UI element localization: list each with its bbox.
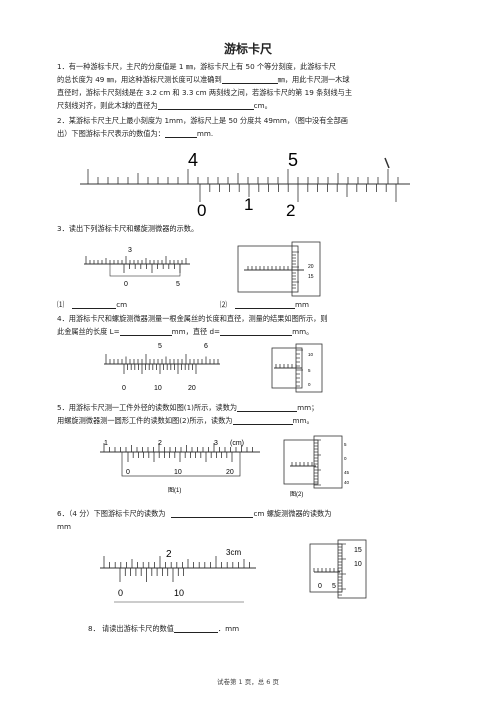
q2-vernier-label-1: 1 xyxy=(244,195,253,214)
q5-vernier-figure: 1 2 3 (cm) 0 10 20 图(1) xyxy=(100,440,260,494)
q6-mic-label-15: 15 xyxy=(354,547,362,554)
q6-main-label-2: 2 xyxy=(166,549,172,560)
q5-mic-label-0: 0 xyxy=(344,456,347,461)
q5-main-unit: (cm) xyxy=(230,440,244,447)
q4-micrometer-figure: 10 5 0 xyxy=(271,343,323,393)
q3-vernier-label-5: 5 xyxy=(176,281,180,288)
q5-main-label-3: 3 xyxy=(214,440,218,447)
q4-mic-label-5: 5 xyxy=(308,368,311,373)
q2-vernier-scale xyxy=(199,184,397,202)
q5-micrometer-figure: 5 0 45 40 图(2) xyxy=(283,435,350,498)
q4-line2: 此金属丝的长度 L=mm，直径 d=mm。 xyxy=(57,327,314,336)
q1-blank-diameter[interactable] xyxy=(157,101,254,110)
question-1: 1．有一种游标卡尺，主尺的分度值是 1 ㎜，游标卡尺上有 50 个等分刻度，此游… xyxy=(57,60,442,112)
q2-edge-mark xyxy=(384,157,390,169)
q6-mic-label-0: 0 xyxy=(318,583,322,590)
q5-blank-2[interactable] xyxy=(232,416,293,425)
q5-mic-label-5: 5 xyxy=(344,442,347,447)
q5-vernier-label-20: 20 xyxy=(226,469,234,476)
q6-mic-label-10: 10 xyxy=(354,561,362,568)
q6-line2: mm xyxy=(57,522,72,531)
q5-mic-label-40: 40 xyxy=(344,480,350,485)
q3-fig1-vernier: 3 0 5 xyxy=(84,247,190,288)
q6-blank-vernier[interactable] xyxy=(171,509,254,518)
q6-vernier-label-10: 10 xyxy=(174,588,184,598)
q4-main-label-6: 6 xyxy=(204,343,208,350)
q2-vernier-label-0: 0 xyxy=(197,201,206,220)
q4-blank-diameter[interactable] xyxy=(220,327,293,336)
q2-main-label-5: 5 xyxy=(288,150,298,170)
q4-line1: 4．用游标卡尺和螺旋测微器测量一根金属丝的长度和直径，测量的结果如图所示，则 xyxy=(57,314,328,323)
page-title: 游标卡尺 xyxy=(223,42,272,56)
q3-fig2-micrometer: 20 15 xyxy=(237,241,321,297)
q1-blank-precision[interactable] xyxy=(221,75,278,84)
page-footer: 试卷第 1 页，总 6 页 xyxy=(216,678,280,686)
q4-vernier-label-10: 10 xyxy=(154,385,162,392)
q1-line1: 1．有一种游标卡尺，主尺的分度值是 1 ㎜，游标卡尺上有 50 个等分刻度，此游… xyxy=(57,62,336,71)
q4-vernier-label-0: 0 xyxy=(122,385,126,392)
q5-vernier-label-10: 10 xyxy=(174,469,182,476)
q2-line1: 2．某游标卡尺主尺上最小刻度为 1mm，游标尺上是 50 分度共 49mm，（图… xyxy=(57,116,348,125)
q1-line3: 直径时，游标卡尺刻线是在 3.2 cm 和 3.3 cm 两刻线之间，若游标卡尺… xyxy=(57,88,353,97)
q4-vernier-label-20: 20 xyxy=(188,385,196,392)
q6-main-label-3cm: 3cm xyxy=(226,548,241,557)
q4-mic-label-0: 0 xyxy=(308,382,311,387)
question-4: 4．用游标卡尺和螺旋测微器测量一根金属丝的长度和直径，测量的结果如图所示，则 此… xyxy=(57,312,442,338)
question-2: 2．某游标卡尺主尺上最小刻度为 1mm，游标尺上是 50 分度共 49mm，（图… xyxy=(57,114,442,140)
q4-vernier-figure: 5 6 0 10 20 xyxy=(104,343,220,392)
q3-line: 3．读出下列游标卡尺和螺旋测微器的示数。 xyxy=(57,224,199,233)
q3-blank-2[interactable] xyxy=(234,300,295,309)
q6-micrometer-figure: 15 10 0 5 xyxy=(309,539,367,599)
q5-vernier-label-0: 0 xyxy=(126,469,130,476)
q4-mic-label-10: 10 xyxy=(308,352,314,357)
q2-line2: 出）下图游标卡尺表示的数值为：mm. xyxy=(57,129,214,138)
q8-blank[interactable] xyxy=(173,624,218,633)
question-8: 8． 请读出游标卡尺的数值．mm xyxy=(88,624,240,633)
q6-vernier-figure: 2 3cm 0 10 xyxy=(100,548,256,603)
q5-main-label-2: 2 xyxy=(158,440,162,447)
q5-mic-label-45: 45 xyxy=(344,470,350,475)
q4-main-label-5: 5 xyxy=(158,343,162,350)
q2-vernier-figure: 4 5 0 1 2 xyxy=(80,150,410,220)
q3-answers: ⑴cm ⑵mm xyxy=(57,300,309,309)
q4-blank-length[interactable] xyxy=(119,327,172,336)
q5-blank-1[interactable] xyxy=(237,403,298,412)
q6-mic-label-5: 5 xyxy=(332,583,336,590)
q3-vernier-label-0: 0 xyxy=(124,281,128,288)
q2-main-label-4: 4 xyxy=(188,150,198,170)
q2-vernier-label-2: 2 xyxy=(286,201,295,220)
q3-thimble-label-20: 20 xyxy=(308,264,314,270)
q5-caption-1: 图(1) xyxy=(168,487,181,494)
q3-main-label-3: 3 xyxy=(128,247,132,254)
q2-main-scale xyxy=(87,169,399,184)
q3-blank-1[interactable] xyxy=(72,300,117,309)
q6-vernier-label-0: 0 xyxy=(118,588,123,598)
q2-blank-reading[interactable] xyxy=(164,129,197,138)
q5-caption-2: 图(2) xyxy=(290,491,303,498)
q5-main-label-1: 1 xyxy=(104,440,108,447)
q3-thimble-label-15: 15 xyxy=(308,274,314,280)
